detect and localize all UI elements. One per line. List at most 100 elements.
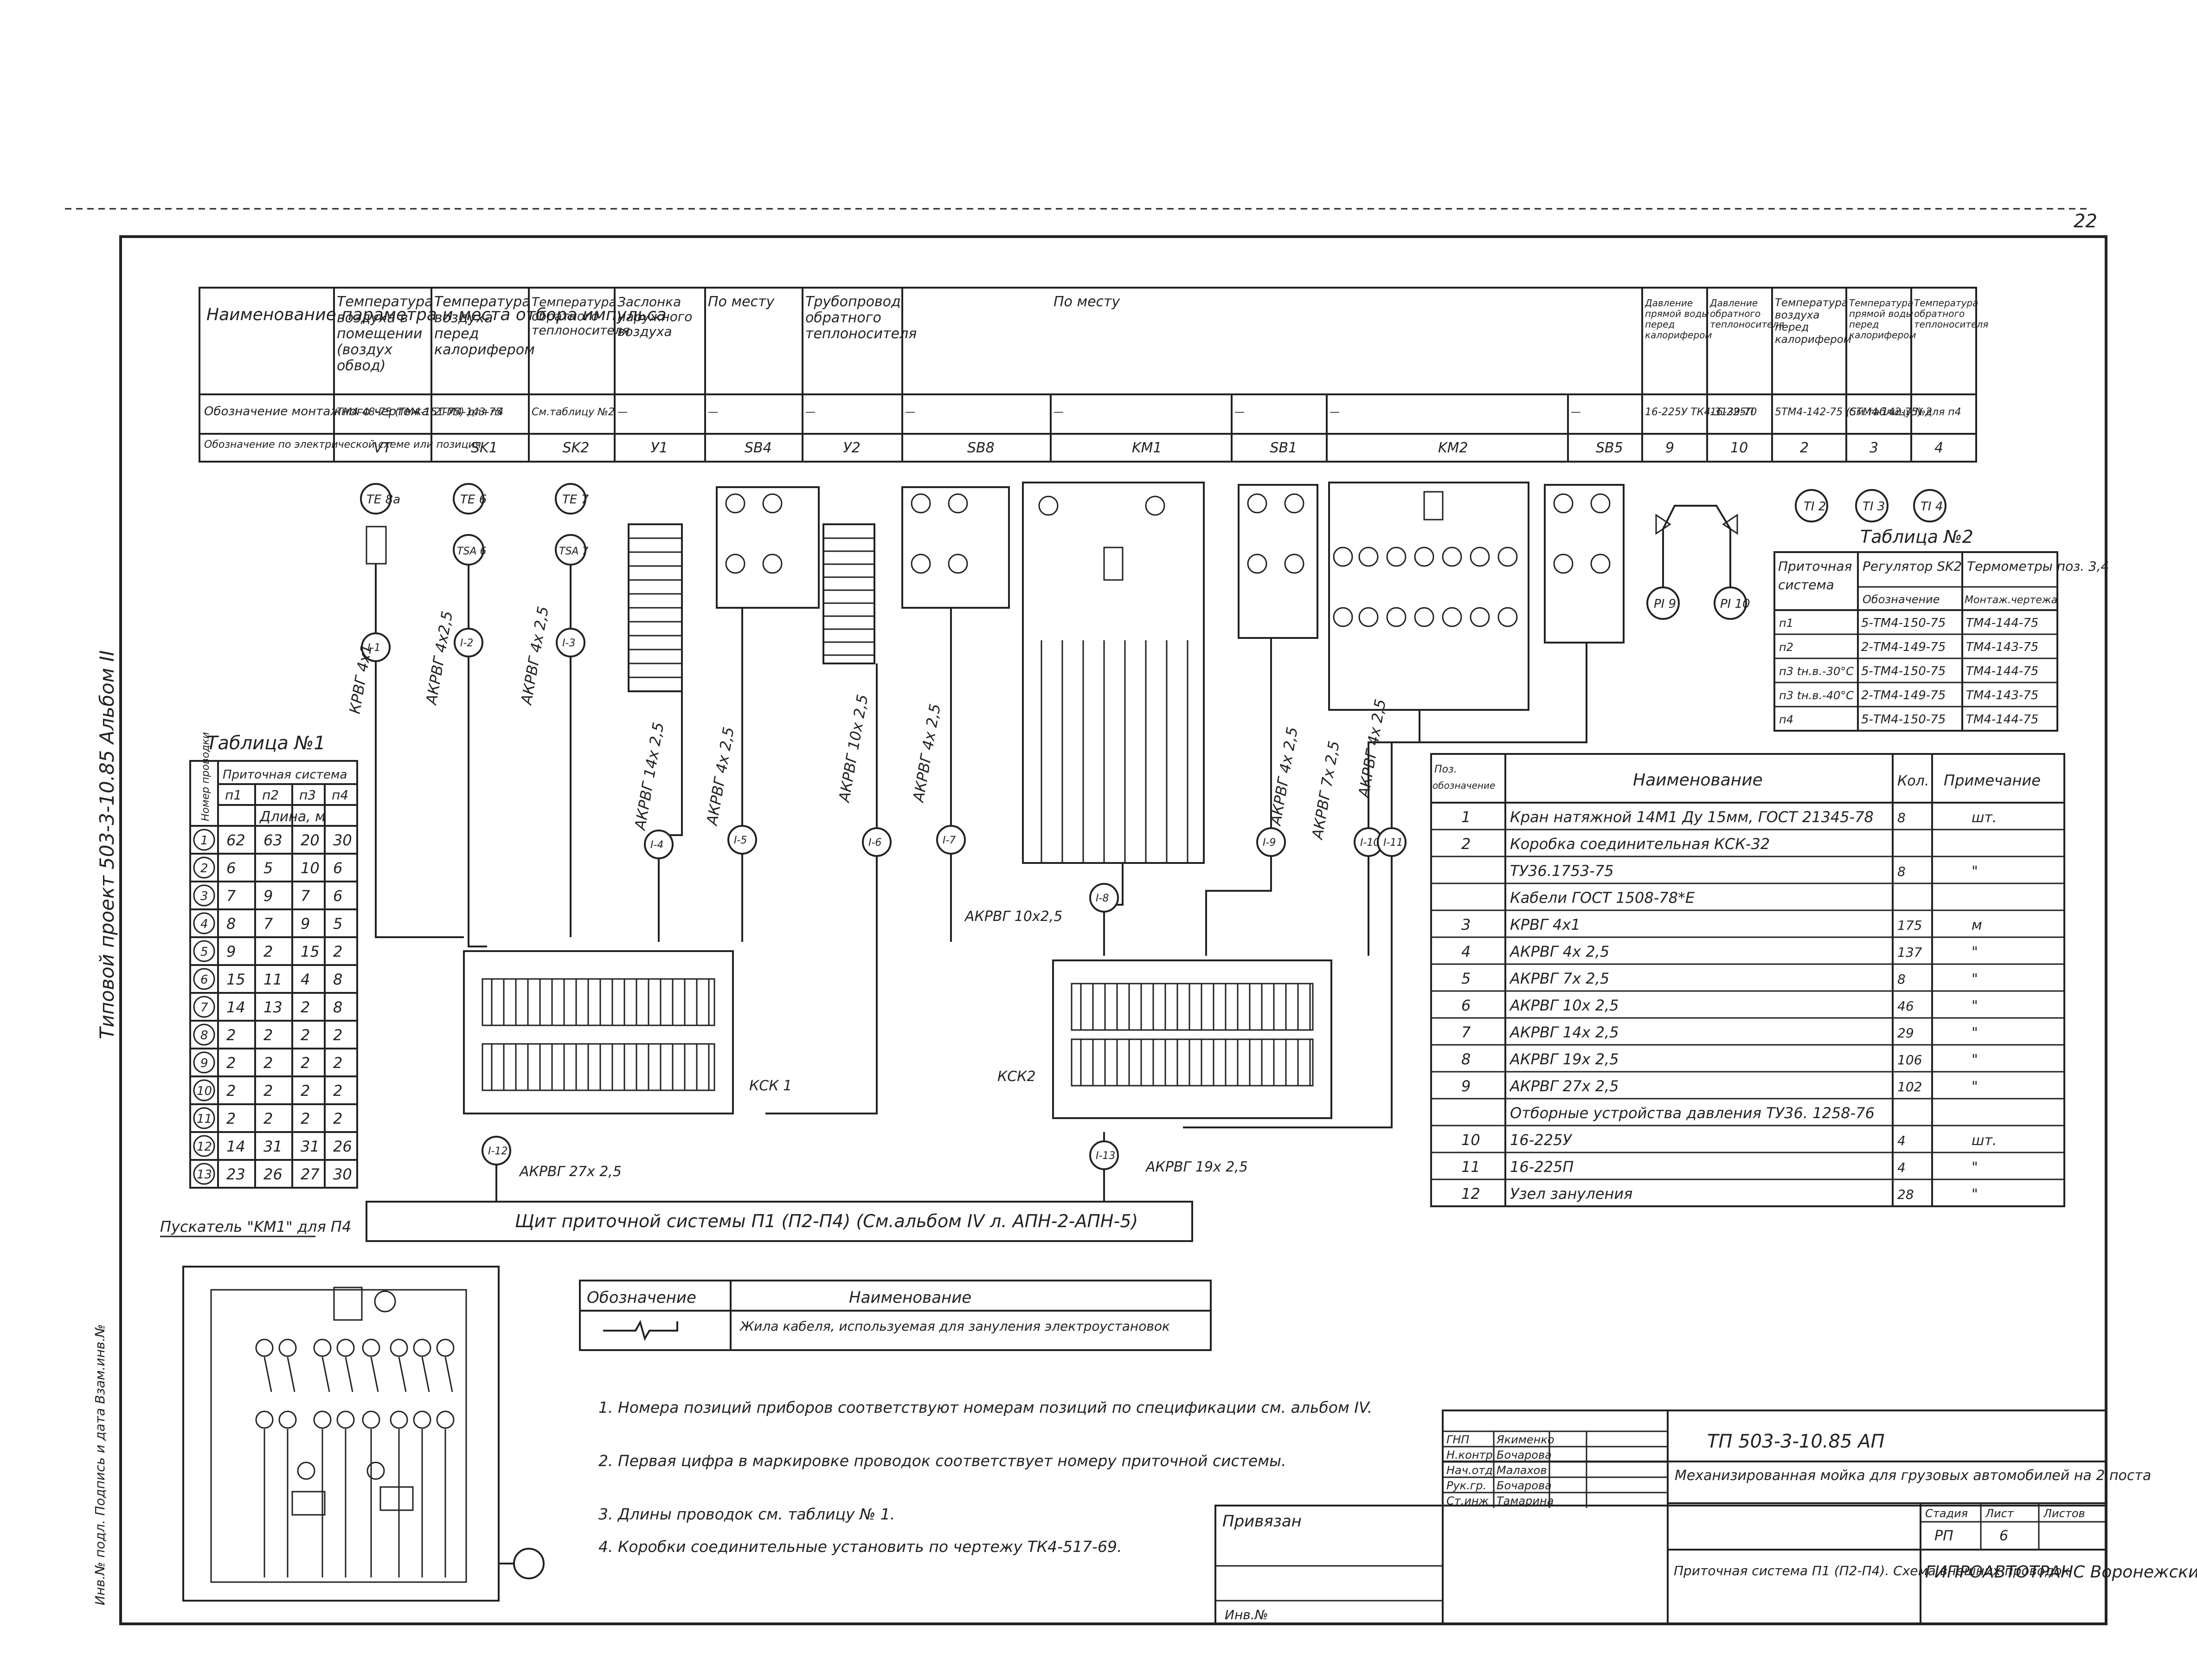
t1-cell: 15: [301, 943, 320, 960]
svg-text:АКРВГ 10х 2,5: АКРВГ 10х 2,5: [835, 693, 872, 805]
svg-text:Стадия: Стадия: [1925, 1507, 1968, 1520]
wire-node: [454, 628, 483, 657]
t1-cell: 2: [263, 1110, 273, 1127]
t1-row-num: 3: [200, 889, 208, 903]
t1-cell: 2: [333, 943, 342, 960]
spec-qty: 28: [1897, 1187, 1914, 1202]
t1-cell: 2: [333, 1026, 342, 1044]
spec-note: шт.: [1972, 810, 1997, 826]
sheet-frame: [119, 235, 2107, 1625]
cable-runs: [375, 564, 1587, 1202]
t1-cell: 2: [226, 1110, 236, 1127]
spec-note: ": [1972, 944, 1978, 960]
wire-node-label: I-7: [943, 835, 956, 846]
spec-name: Кабели ГОСТ 1508-78*Е: [1510, 889, 1695, 907]
legend-table: Обозначение Наименование Жила кабеля, ис…: [579, 1280, 1212, 1351]
t1-cell: 31: [301, 1138, 320, 1155]
t1-row-num: 11: [197, 1112, 212, 1126]
top-col-pos: У1: [651, 440, 668, 456]
t1-cell: 2: [301, 1082, 310, 1100]
svg-text:Наименование: Наименование: [849, 1288, 971, 1307]
svg-text:Кол.: Кол.: [1897, 773, 1929, 789]
wire-node: [936, 825, 966, 855]
t1-cell: 5: [333, 915, 342, 933]
svg-text:Обозначение: Обозначение: [587, 1288, 696, 1307]
spec-qty: 29: [1897, 1025, 1914, 1041]
t1-cell: 62: [226, 831, 245, 849]
spec-name: АКРВГ 4х 2,5: [1509, 943, 1609, 960]
wire-node-label: I-2: [460, 637, 473, 649]
svg-text:РП: РП: [1934, 1528, 1953, 1544]
t2-sys: п4: [1779, 713, 1793, 726]
top-col-name: По месту: [708, 294, 775, 310]
t1-cell: 13: [263, 998, 283, 1016]
spec-name: АКРВГ 27х 2,5: [1509, 1077, 1619, 1095]
t2-term: ТМ4-144-75: [1966, 616, 2038, 630]
svg-text:АКРВГ 19х 2,5: АКРВГ 19х 2,5: [1145, 1159, 1248, 1175]
tb-role: Нач.отд: [1446, 1464, 1493, 1477]
side-label: Типовой проект 503-3-10.85 Альбом II: [96, 650, 118, 1039]
spec-pos: 2: [1461, 835, 1471, 853]
t1-cell: 2: [226, 1082, 236, 1100]
wire-node-label: I-6: [868, 837, 881, 849]
t1-cell: 4: [301, 971, 310, 988]
tb-person: Бочарова: [1497, 1448, 1552, 1461]
t1-row-num: 2: [200, 862, 208, 875]
t2-reg: 5-ТМ4-150-75: [1861, 713, 1946, 727]
tb-role: ГНП: [1446, 1433, 1469, 1446]
spec-pos: 8: [1461, 1050, 1471, 1068]
svg-text:АКРВГ 10х2,5: АКРВГ 10х2,5: [964, 908, 1062, 925]
t1-cell: 2: [301, 1054, 310, 1072]
svg-text:Привязан: Привязан: [1222, 1512, 1302, 1531]
t1-row-num: 4: [200, 917, 208, 931]
t1-cell: 2: [301, 1026, 310, 1044]
wire-node: [1256, 827, 1286, 857]
svg-text:АКРВГ 4х 2,5: АКРВГ 4х 2,5: [703, 726, 738, 828]
t1-row-num: 10: [197, 1084, 212, 1098]
top-col-drawing: См.таблицу №2: [532, 406, 615, 418]
t1-cell: 8: [226, 915, 236, 933]
top-col-drawing: См.таблицу №2: [1849, 406, 1932, 418]
svg-text:АКРВГ 27х 2,5: АКРВГ 27х 2,5: [519, 1164, 622, 1180]
t1-cell: 2: [226, 1054, 236, 1072]
top-col-pos: SB5: [1596, 440, 1623, 456]
t1-row-num: 7: [200, 1001, 208, 1015]
t2-reg: 5-ТМ4-150-75: [1861, 616, 1946, 630]
notes: 1. Номера позиций приборов соответствуют…: [598, 1398, 1372, 1556]
t1-cell: 8: [333, 971, 342, 988]
svg-text:АКРВГ 14х 2,5: АКРВГ 14х 2,5: [631, 721, 668, 832]
t1-cell: 15: [226, 971, 245, 988]
t1-cell: 2: [263, 1054, 273, 1072]
t1-cell: 2: [263, 1026, 273, 1044]
t1-row-num: 8: [200, 1029, 208, 1043]
spec-pos: 7: [1461, 1023, 1471, 1041]
top-col-pos: 4: [1934, 440, 1943, 456]
top-col-pos: 9: [1665, 440, 1674, 456]
spec-note: ": [1972, 1025, 1978, 1041]
top-col-pos: SB1: [1270, 440, 1298, 456]
t1-cell: 6: [333, 859, 342, 877]
top-col-pos: VT: [373, 440, 393, 456]
tb-role: Н.контр: [1446, 1448, 1493, 1461]
junction-box-ksk1: КСК 1: [463, 950, 792, 1114]
wire-node: [727, 825, 757, 855]
t1-cell: 7: [263, 915, 273, 933]
t2-term: ТМ4-144-75: [1966, 713, 2038, 727]
svg-text:КСК 1: КСК 1: [749, 1078, 792, 1094]
top-col-drawing: —: [905, 406, 915, 418]
wire-node-label: I-11: [1383, 837, 1403, 849]
junction-box-ksk2: КСК2: [997, 959, 1332, 1119]
t2-term: ТМ4-144-75: [1966, 664, 2038, 678]
top-col-drawing: —: [1054, 406, 1064, 418]
wire-node: [1089, 883, 1119, 913]
spec-pos: 3: [1461, 916, 1471, 933]
svg-text:4. Коробки соединительные уста: 4. Коробки соединительные установить по …: [598, 1538, 1122, 1556]
spec-note: м: [1972, 917, 1982, 933]
spec-name: Узел зануления: [1510, 1185, 1632, 1203]
svg-text:КРВГ 4х1: КРВГ 4х1: [346, 643, 375, 715]
svg-text:обозначение: обозначение: [1433, 780, 1495, 791]
wire-node-label: I-12: [488, 1146, 507, 1157]
